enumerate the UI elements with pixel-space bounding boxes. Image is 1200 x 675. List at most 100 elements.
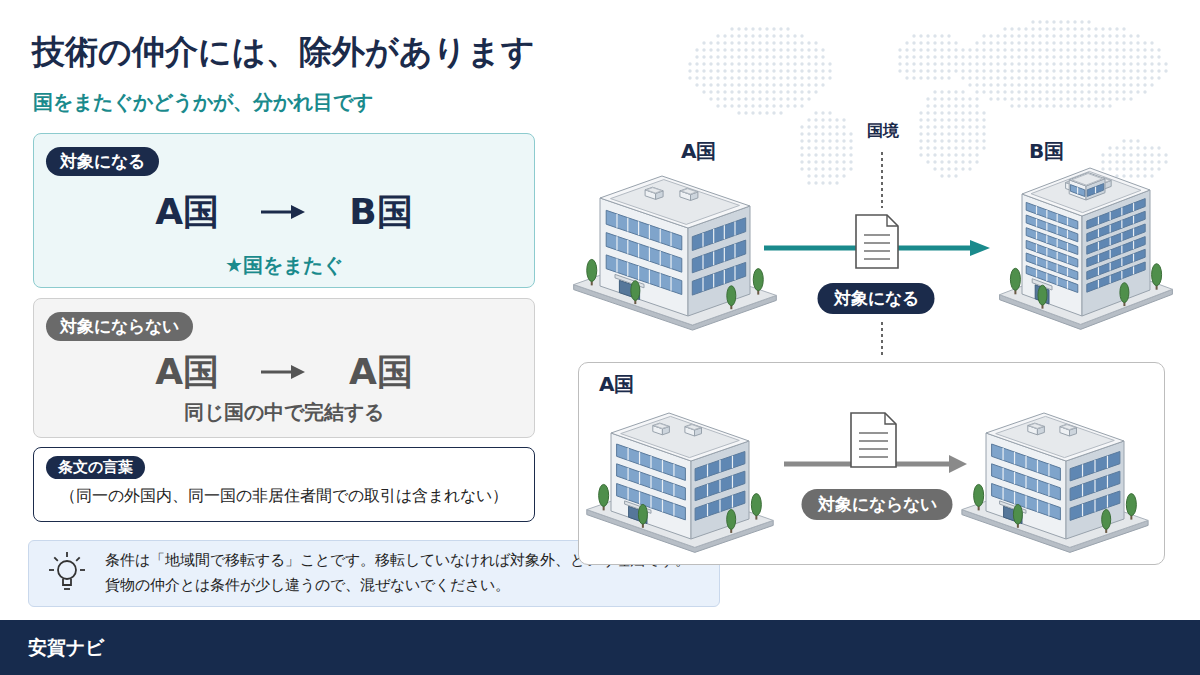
map-dot xyxy=(1101,27,1104,30)
map-dot xyxy=(1010,55,1013,58)
map-dot xyxy=(1115,55,1118,58)
map-dot xyxy=(926,55,929,58)
map-dot xyxy=(779,41,782,44)
map-dot xyxy=(814,153,817,156)
map-dot xyxy=(1150,55,1153,58)
map-dot xyxy=(961,132,964,135)
map-dot xyxy=(1108,69,1111,72)
map-dot xyxy=(1066,76,1069,79)
map-dot xyxy=(821,76,824,79)
tree xyxy=(631,281,640,301)
map-dot xyxy=(1164,69,1167,72)
window-mullion xyxy=(670,232,671,246)
window-mullion xyxy=(1098,255,1099,263)
map-dot xyxy=(807,90,810,93)
map-dot xyxy=(1059,90,1062,93)
map-dot xyxy=(828,76,831,79)
map-dot xyxy=(744,62,747,65)
map-dot xyxy=(1108,97,1111,100)
map-dot xyxy=(744,83,747,86)
map-dot xyxy=(835,132,838,135)
window-mullion xyxy=(670,277,671,291)
map-dot xyxy=(975,83,978,86)
map-dot xyxy=(989,48,992,51)
document-line xyxy=(859,440,888,442)
map-dot xyxy=(912,55,915,58)
map-dot xyxy=(1010,41,1013,44)
map-dot xyxy=(919,153,922,156)
map-dot xyxy=(1066,20,1069,23)
map-dot xyxy=(723,69,726,72)
window-mullion xyxy=(1094,460,1095,472)
map-dot xyxy=(744,104,747,107)
map-dot xyxy=(982,69,985,72)
map-dot xyxy=(933,132,936,135)
map-dot xyxy=(772,69,775,72)
map-dot xyxy=(933,153,936,156)
map-dot xyxy=(1017,27,1020,30)
map-dot xyxy=(1094,55,1097,58)
window-mullion xyxy=(1014,492,1015,504)
map-dot xyxy=(961,111,964,114)
map-dot xyxy=(954,69,957,72)
map-dot xyxy=(737,62,740,65)
map-dot xyxy=(786,34,789,37)
map-dot xyxy=(1024,97,1027,100)
window-mullion xyxy=(1036,219,1037,227)
map-dot xyxy=(1115,146,1118,149)
window-mullion xyxy=(660,229,661,243)
map-dot xyxy=(1038,83,1041,86)
map-dot xyxy=(814,48,817,51)
map-dot xyxy=(996,83,999,86)
map-dot xyxy=(751,69,754,72)
document-line xyxy=(859,432,888,434)
building xyxy=(574,176,777,330)
map-dot xyxy=(758,111,761,114)
border-label: 国境 xyxy=(864,121,902,142)
map-dot xyxy=(1122,153,1125,156)
map-dot xyxy=(1157,48,1160,51)
window-band xyxy=(1087,199,1145,229)
map-dot xyxy=(1045,55,1048,58)
map-dot xyxy=(961,55,964,58)
map-dot xyxy=(961,153,964,156)
map-dot xyxy=(744,48,747,51)
map-dot xyxy=(772,41,775,44)
map-dot xyxy=(1003,62,1006,65)
map-dot xyxy=(821,174,824,177)
map-dot xyxy=(709,55,712,58)
map-dot xyxy=(1010,48,1013,51)
map-dot xyxy=(737,41,740,44)
map-dot xyxy=(758,76,761,79)
map-dot xyxy=(786,62,789,65)
map-dot xyxy=(1059,69,1062,72)
map-dot xyxy=(751,90,754,93)
map-dot xyxy=(975,104,978,107)
building: A国 xyxy=(578,138,762,330)
map-dot xyxy=(849,160,852,163)
map-dot xyxy=(1073,55,1076,58)
map-dot xyxy=(765,48,768,51)
map-dot xyxy=(779,34,782,37)
map-dot xyxy=(744,76,747,79)
map-dot xyxy=(1101,55,1104,58)
map-dot xyxy=(947,97,950,100)
map-dot xyxy=(1045,20,1048,23)
map-dot xyxy=(1045,76,1048,79)
map-dot xyxy=(954,41,957,44)
window-mullion xyxy=(1048,484,1049,496)
arrow-head xyxy=(291,205,305,219)
map-dot xyxy=(1101,76,1104,79)
window-mullion xyxy=(707,504,708,516)
map-dot xyxy=(954,118,957,121)
map-dot xyxy=(1073,83,1076,86)
map-dot xyxy=(933,69,936,72)
window-mullion xyxy=(660,251,661,265)
map-dot xyxy=(793,41,796,44)
map-dot xyxy=(982,139,985,142)
map-dot xyxy=(1108,153,1111,156)
map-dot xyxy=(905,69,908,72)
map-dot xyxy=(807,132,810,135)
map-dot xyxy=(730,62,733,65)
map-dot xyxy=(807,41,810,44)
